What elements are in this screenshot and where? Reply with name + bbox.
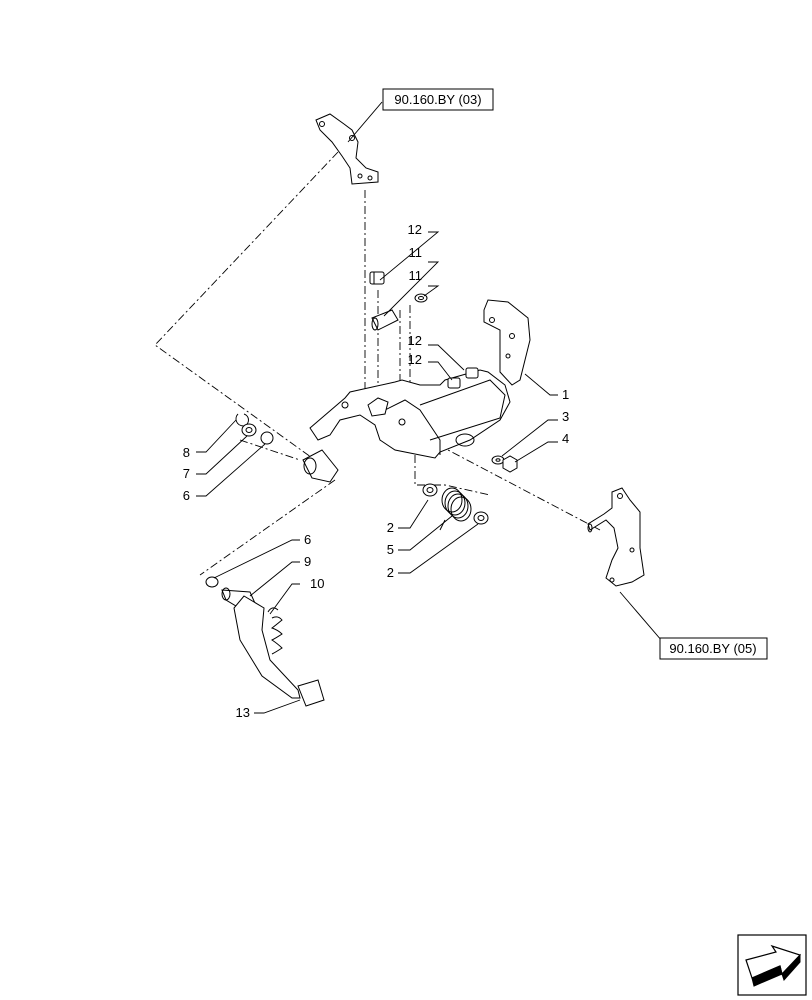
- callout-8: 8: [183, 445, 190, 460]
- main-bracket-assembly: [309, 299, 531, 459]
- callout-7: 7: [183, 466, 190, 481]
- ref-box-top[interactable]: 90.160.BY (03): [382, 88, 494, 111]
- leader-lines: [196, 101, 669, 714]
- clips-12-right: [447, 367, 479, 389]
- torsion-spring: [439, 487, 472, 531]
- washer-11: [414, 293, 428, 303]
- callout-13: 13: [236, 705, 250, 720]
- callout-1: 1: [562, 387, 569, 402]
- left-parts-8-7-6: [235, 413, 339, 483]
- callout-11: 11: [409, 268, 423, 283]
- callout-labels: 12 11 11 12 12 1 3 4 8 7 6 2 5 2 6 9 10 …: [183, 222, 569, 720]
- ref-box-right[interactable]: 90.160.BY (05): [659, 637, 768, 660]
- pedal-assembly: [205, 576, 325, 707]
- right-linkage-part: [587, 487, 645, 587]
- callout-6: 6: [183, 488, 190, 503]
- callout-6: 6: [304, 532, 311, 547]
- callout-12: 12: [408, 352, 422, 367]
- callout-10: 10: [310, 576, 324, 591]
- callout-4: 4: [562, 431, 569, 446]
- spring-5-and-bushings-2: [422, 483, 489, 531]
- upper-linkage-part: [315, 113, 379, 185]
- assembly-lines: [154, 151, 601, 576]
- tension-spring-10: [267, 607, 283, 655]
- callout-2: 2: [387, 520, 394, 535]
- washer-3-nut-4: [491, 455, 518, 473]
- callout-3: 3: [562, 409, 569, 424]
- callout-12: 12: [408, 222, 422, 237]
- callout-12: 12: [408, 333, 422, 348]
- clip-12-top: [369, 271, 385, 285]
- callout-9: 9: [304, 554, 311, 569]
- ref-label-top: 90.160.BY (03): [394, 92, 481, 107]
- next-page-arrow-icon[interactable]: [737, 934, 807, 996]
- callout-2: 2: [387, 565, 394, 580]
- ref-label-right: 90.160.BY (05): [669, 641, 756, 656]
- callout-5: 5: [387, 542, 394, 557]
- callout-11: 11: [409, 245, 423, 260]
- pin-11: [371, 309, 399, 331]
